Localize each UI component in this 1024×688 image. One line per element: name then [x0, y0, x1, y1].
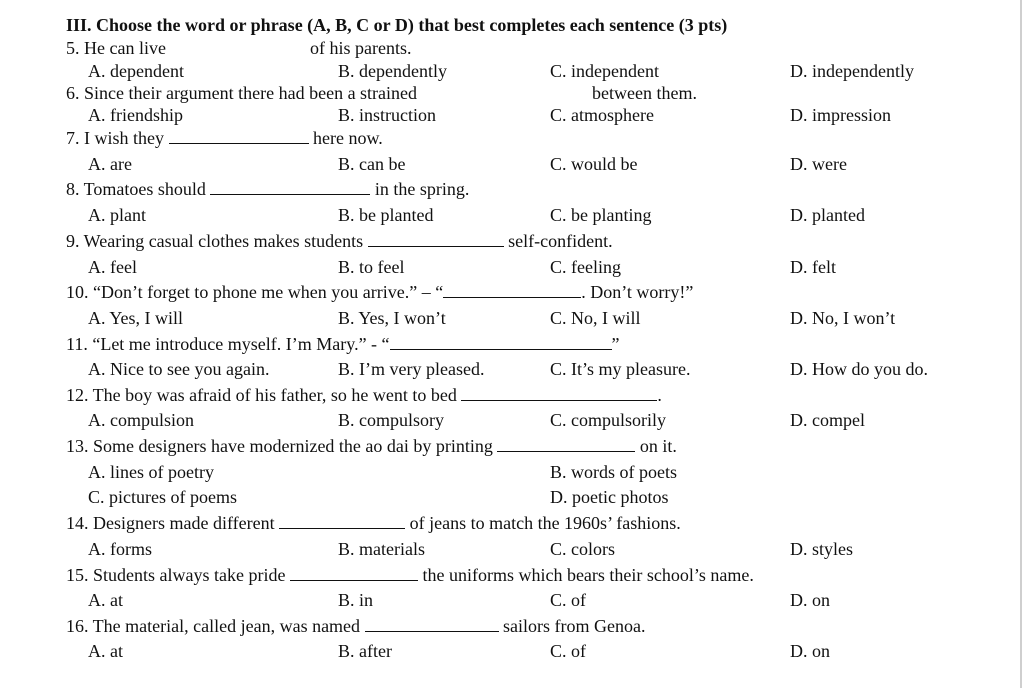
- stem-part: .: [657, 385, 662, 405]
- question-stem-10: 10. “Don’t forget to phone me when you a…: [66, 281, 693, 303]
- page-edge-divider: [1020, 0, 1022, 688]
- question-stem-7: 7. I wish they here now.: [66, 127, 383, 149]
- stem-part: 15. Students always take pride: [66, 565, 286, 585]
- option-b: B. be planted: [338, 205, 434, 225]
- answer-blank: [367, 230, 504, 247]
- question-stem-16: 16. The material, called jean, was named…: [66, 615, 646, 637]
- question-stem-15: 15. Students always take pride the unifo…: [66, 564, 754, 586]
- stem-part: 7. I wish they: [66, 128, 164, 148]
- option-b: B. Yes, I won’t: [338, 308, 446, 328]
- option-c: C. of: [550, 590, 586, 610]
- option-b: B. dependently: [338, 61, 447, 81]
- option-c: C. of: [550, 641, 586, 661]
- option-c: C. It’s my pleasure.: [550, 359, 691, 379]
- option-c: C. be planting: [550, 205, 652, 225]
- stem-part: of jeans to match the 1960s’ fashions.: [409, 513, 681, 533]
- option-d: D. on: [790, 590, 830, 610]
- stem-part: 14. Designers made different: [66, 513, 275, 533]
- option-c: C. pictures of poems: [88, 487, 237, 507]
- option-d: D. impression: [790, 105, 891, 125]
- question-stem-8: 8. Tomatoes should in the spring.: [66, 178, 469, 200]
- option-b: B. in: [338, 590, 374, 610]
- answer-blank: [168, 127, 309, 144]
- stem-part: the uniforms which bears their school’s …: [422, 565, 754, 585]
- option-a: A. at: [88, 641, 123, 661]
- option-d: D. on: [790, 641, 830, 661]
- option-b: B. instruction: [338, 105, 436, 125]
- option-b: B. words of poets: [550, 462, 677, 482]
- stem-part: . Don’t worry!”: [581, 282, 694, 302]
- option-a: A. forms: [88, 539, 152, 559]
- option-d: D. were: [790, 154, 847, 174]
- question-stem-6: 6. Since their argument there had been a…: [66, 83, 418, 103]
- option-d: D. planted: [790, 205, 865, 225]
- option-a: A. Yes, I will: [88, 308, 184, 328]
- question-stem-5: 5. He can live: [66, 37, 166, 59]
- section-title: III. Choose the word or phrase (A, B, C …: [66, 15, 728, 35]
- answer-blank: [461, 384, 658, 401]
- answer-blank: [279, 512, 406, 529]
- stem-part: 12. The boy was afraid of his father, so…: [66, 385, 457, 405]
- option-d: D. How do you do.: [790, 359, 928, 379]
- option-d: D. compel: [790, 410, 865, 430]
- stem-part: 16. The material, called jean, was named: [66, 616, 361, 636]
- option-d: D. No, I won’t: [790, 308, 896, 328]
- option-a: A. dependent: [88, 61, 184, 81]
- option-b: B. after: [338, 641, 392, 661]
- stem-part: 11. “Let me introduce myself. I’m Mary.”…: [66, 334, 390, 354]
- stem-part: 10. “Don’t forget to phone me when you a…: [66, 282, 444, 302]
- stem-part: 9. Wearing casual clothes makes students: [66, 231, 364, 251]
- option-c: C. would be: [550, 154, 638, 174]
- question-stem-12: 12. The boy was afraid of his father, so…: [66, 384, 662, 406]
- question-stem-13: 13. Some designers have modernized the a…: [66, 435, 677, 457]
- option-c: C. No, I will: [550, 308, 641, 328]
- option-a: A. at: [88, 590, 123, 610]
- stem-part: self-confident.: [508, 231, 613, 251]
- answer-blank: [497, 435, 636, 452]
- option-c: C. atmosphere: [550, 105, 654, 125]
- option-d: D. poetic photos: [550, 487, 669, 507]
- option-d: D. felt: [790, 257, 836, 277]
- answer-blank: [210, 178, 371, 195]
- option-a: A. feel: [88, 257, 137, 277]
- stem-part: ”: [611, 334, 620, 354]
- stem-part: 13. Some designers have modernized the a…: [66, 436, 493, 456]
- stem-part: 8. Tomatoes should: [66, 179, 206, 199]
- stem-part: in the spring.: [374, 179, 470, 199]
- question-stem-14: 14. Designers made different of jeans to…: [66, 512, 681, 534]
- question-stem-6-end: between them.: [592, 83, 697, 103]
- option-b: B. to feel: [338, 257, 405, 277]
- stem-part: 5. He can live: [66, 38, 166, 58]
- option-a: A. friendship: [88, 105, 183, 125]
- option-c: C. compulsorily: [550, 410, 666, 430]
- answer-blank: [389, 333, 612, 350]
- option-a: A. lines of poetry: [88, 462, 214, 482]
- stem-part: sailors from Genoa.: [503, 616, 646, 636]
- option-a: A. Nice to see you again.: [88, 359, 270, 379]
- option-b: B. materials: [338, 539, 425, 559]
- stem-part: on it.: [639, 436, 677, 456]
- stem-part: here now.: [313, 128, 383, 148]
- option-d: D. independently: [790, 61, 914, 81]
- question-stem-9: 9. Wearing casual clothes makes students…: [66, 230, 613, 252]
- answer-blank: [289, 564, 418, 581]
- answer-blank: [443, 281, 582, 298]
- option-d: D. styles: [790, 539, 853, 559]
- option-b: B. can be: [338, 154, 406, 174]
- option-b: B. I’m very pleased.: [338, 359, 485, 379]
- option-c: C. independent: [550, 61, 659, 81]
- option-a: A. compulsion: [88, 410, 194, 430]
- option-a: A. plant: [88, 205, 146, 225]
- answer-blank: [364, 615, 499, 632]
- option-c: C. feeling: [550, 257, 621, 277]
- option-b: B. compulsory: [338, 410, 444, 430]
- question-stem-5-end: of his parents.: [310, 38, 412, 58]
- question-stem-11: 11. “Let me introduce myself. I’m Mary.”…: [66, 333, 620, 355]
- option-c: C. colors: [550, 539, 615, 559]
- option-a: A. are: [88, 154, 132, 174]
